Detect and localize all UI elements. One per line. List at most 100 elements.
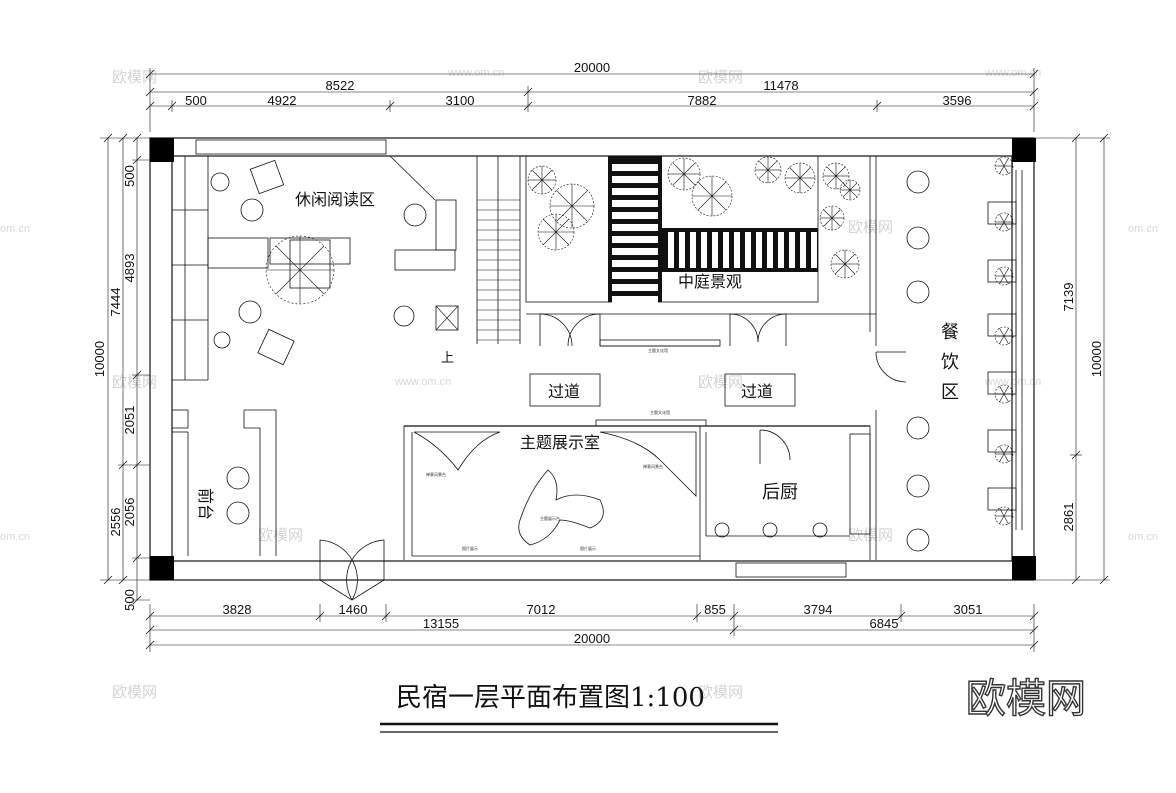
stair-up-label: 上: [441, 350, 454, 365]
watermark-url: om.cn: [1128, 531, 1158, 543]
exterior-walls: [149, 137, 1036, 581]
room-label-dining: 饮: [941, 352, 959, 373]
boardwalk-slat: [612, 296, 658, 303]
dim-left-seg: 4893: [122, 254, 137, 283]
dim-bottom-seg: 855: [704, 602, 726, 617]
plant-symbol: [784, 162, 816, 194]
plant-symbol: [994, 444, 1014, 464]
boardwalk-slat: [612, 176, 658, 183]
watermark: 欧模网: [258, 526, 303, 544]
staircase: [389, 155, 521, 344]
column: [150, 556, 174, 580]
dim-right-total: 10000: [1089, 341, 1104, 377]
title-block: 民宿一层平面布置图1:100 欧模网: [380, 675, 1087, 733]
watermark: 欧模网: [698, 683, 743, 701]
fixture-note: 禅意风景台: [426, 471, 446, 477]
watermark: 欧模网: [698, 68, 743, 86]
watermark: 欧模网: [112, 68, 157, 86]
room-label-reading: 休闲阅读区: [295, 190, 375, 209]
boardwalk-slat: [679, 232, 685, 268]
boardwalk-slat: [767, 232, 773, 268]
sink: [812, 522, 828, 538]
boardwalk-slat: [612, 164, 658, 171]
boardwalk-slat: [778, 232, 784, 268]
column: [1012, 556, 1036, 580]
room-label-kitchen: 后厨: [762, 482, 798, 503]
dim-bottom-seg: 3051: [954, 602, 983, 617]
plant-symbol: [830, 249, 860, 279]
watermark: 欧模网: [848, 526, 893, 544]
plant-symbol: [994, 384, 1014, 404]
room-label-corridor: 过道: [548, 382, 580, 401]
boardwalk-slat: [612, 224, 658, 231]
bar-stool: [906, 416, 930, 440]
corridor-sign: [724, 373, 796, 407]
dining-table: [987, 487, 1017, 511]
dim-top-seg: 3100: [446, 93, 475, 108]
room-label-reception: 前台: [196, 488, 215, 520]
plant-symbol: [994, 156, 1014, 176]
boardwalk-slat: [800, 232, 806, 268]
room-label-courtyard: 中庭景观: [678, 272, 742, 291]
plant-symbol: [994, 326, 1014, 346]
dim-left-seg: 2056: [122, 498, 137, 527]
sink: [714, 522, 730, 538]
watermark-url: www.om.cn: [984, 67, 1041, 79]
dining-table: [987, 259, 1017, 283]
bar-stool: [906, 474, 930, 498]
boardwalk-slat: [612, 188, 658, 195]
plant-symbol: [667, 157, 701, 191]
fixture-note: 图片展示: [462, 545, 478, 551]
watermark-url: www.om.cn: [394, 376, 451, 388]
dim-top-left-span: 8522: [326, 78, 355, 93]
plant-symbol: [819, 205, 845, 231]
sink: [762, 522, 778, 538]
dim-bottom-seg: 3828: [223, 602, 252, 617]
dim-top-right-span: 11478: [763, 78, 798, 93]
corridor-sign: [529, 373, 601, 407]
dim-top-seg: 4922: [268, 93, 297, 108]
watermark-url: om.cn: [0, 223, 30, 235]
reception: 前台: [171, 409, 385, 601]
dim-left-span: 2556: [108, 508, 123, 537]
kitchen: 后厨: [699, 425, 871, 578]
fixture-note: 图片展示: [580, 545, 596, 551]
dim-left-span: 7444: [108, 288, 123, 317]
boardwalk-slat: [612, 212, 658, 219]
dim-bottom-left-span: 13155: [423, 616, 459, 631]
dim-left-total: 10000: [92, 341, 107, 377]
column: [150, 138, 174, 162]
dim-top-total: 20000: [574, 60, 610, 75]
right-dimensions: 7139 2861 10000: [1034, 133, 1110, 585]
plant-symbol: [994, 212, 1014, 232]
corridor: 主题文化墙 过道 过道: [526, 313, 876, 407]
boardwalk-slat: [612, 236, 658, 243]
room-label-dining: 区: [941, 382, 959, 403]
reading-area: 休闲阅读区 上: [172, 156, 459, 381]
watermark: 欧模网: [112, 683, 157, 701]
main-entrance-door: [346, 539, 385, 601]
dim-bottom-right-span: 6845: [870, 616, 899, 631]
dim-left-seg: 500: [122, 165, 137, 187]
watermark-url: www.om.cn: [447, 67, 504, 79]
boardwalk-slat: [612, 260, 658, 267]
plant-symbol: [994, 266, 1014, 286]
dim-bottom-total: 20000: [574, 631, 610, 646]
dim-top-seg: 7882: [688, 93, 717, 108]
dim-top-seg: 500: [185, 93, 207, 108]
fixture-note: 主题文化墙: [650, 409, 670, 415]
dining-table: [987, 429, 1017, 453]
dim-bottom-seg: 7012: [527, 602, 556, 617]
plant-symbol: [527, 165, 557, 195]
brand-logo: 欧模网: [966, 676, 1086, 722]
dim-left-seg: 2051: [122, 406, 137, 435]
dim-top-seg: 3596: [943, 93, 972, 108]
watermark: 欧模网: [698, 373, 743, 391]
zen-landscape: [599, 431, 697, 497]
bottom-dimensions: 3828 1460 7012 855 3794 3051 13155 6845 …: [145, 602, 1039, 652]
dining-table: [987, 201, 1017, 225]
fixture-note: 主题文化墙: [648, 347, 668, 353]
plant-symbol: [839, 179, 861, 201]
dim-right-seg: 7139: [1061, 283, 1076, 312]
boardwalk-slat: [789, 232, 795, 268]
